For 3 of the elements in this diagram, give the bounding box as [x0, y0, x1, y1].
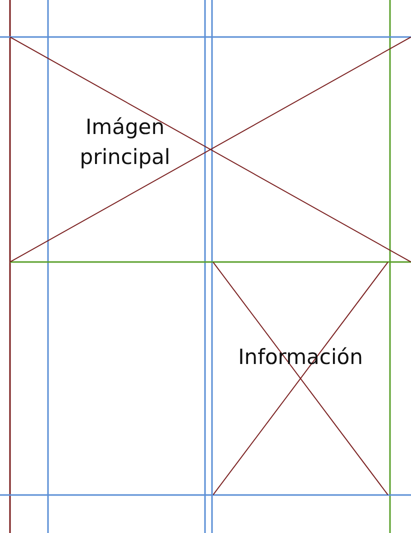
placeholder-label: Imágen principal — [78, 114, 172, 171]
image-placeholder — [213, 262, 388, 495]
image-placeholder — [10, 37, 411, 262]
